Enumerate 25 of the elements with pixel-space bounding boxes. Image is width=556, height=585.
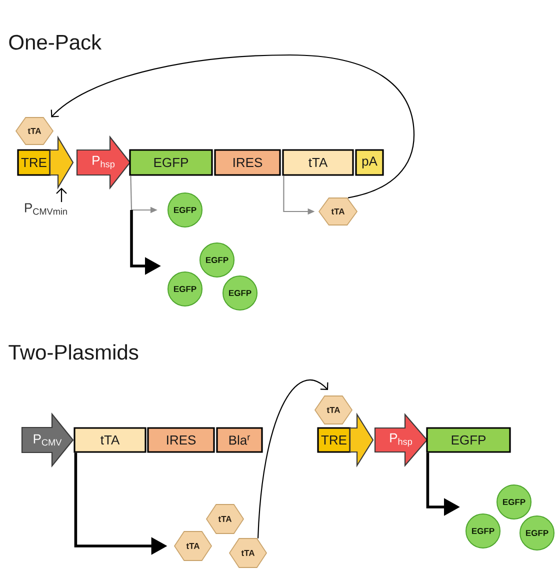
gene-box: EGFP: [426, 427, 511, 453]
gene-box: IRES: [214, 149, 281, 176]
gene-box: tTA: [282, 149, 354, 176]
curved-arrow: [257, 380, 328, 538]
section-heading: One-Pack: [9, 34, 102, 50]
gene-box: TRE: [17, 149, 51, 176]
promoter-symbol: [349, 412, 374, 468]
sphere: EGFP: [496, 484, 532, 520]
gene-box: Bla$^{r}$: [216, 427, 263, 453]
gene-box: TRE: [317, 427, 351, 453]
promoter-symbol: [49, 136, 74, 190]
sphere: EGFP: [520, 516, 554, 550]
sphere: EGFP: [222, 276, 258, 310]
sphere: EGFP: [200, 242, 234, 278]
gene-box: pA: [355, 149, 384, 176]
section-heading: Two-Plasmids: [8, 344, 138, 360]
gene-box: IRES: [147, 427, 215, 453]
curved-arrow: [50, 54, 415, 198]
leader-arrow: [56, 188, 67, 202]
gene-box: EGFP: [129, 149, 213, 176]
gene-box: tTA: [74, 427, 146, 453]
sphere: EGFP: [466, 514, 500, 548]
sphere: EGFP: [168, 192, 202, 228]
promoter-label: P$_{CMVmin}$: [25, 203, 67, 215]
sphere: EGFP: [168, 272, 202, 306]
